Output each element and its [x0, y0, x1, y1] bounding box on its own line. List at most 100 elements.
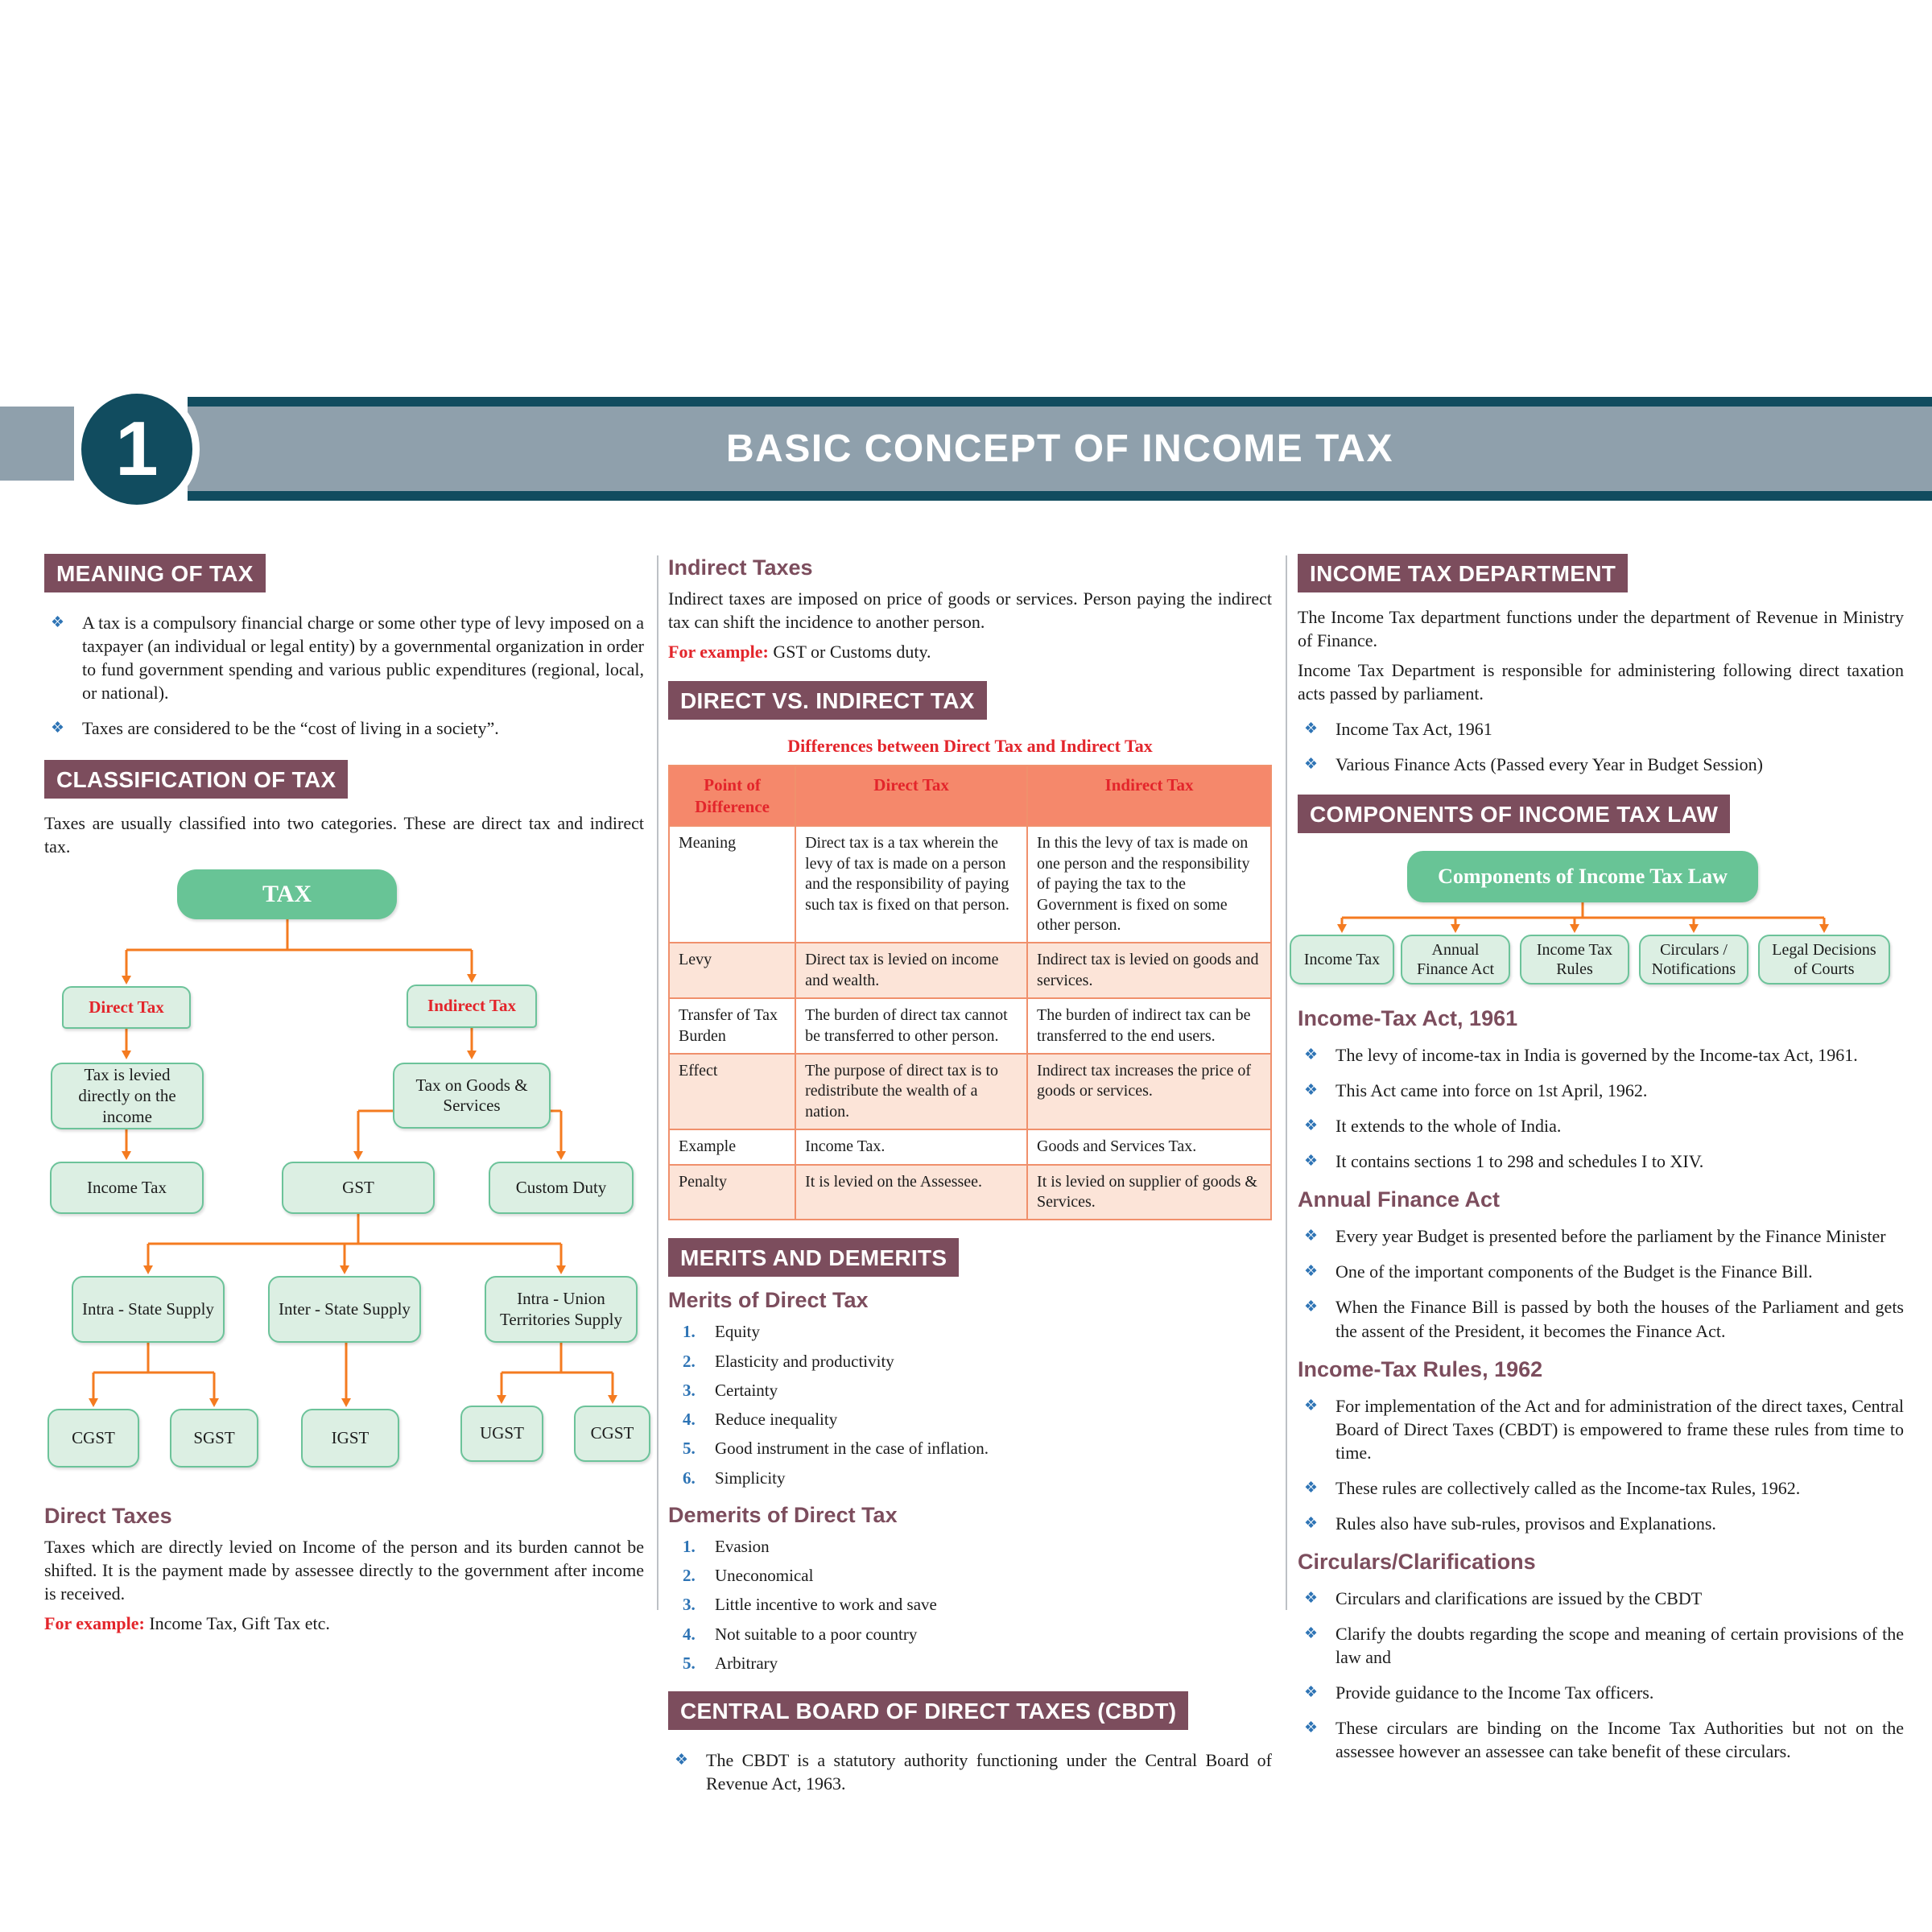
classification-intro: Taxes are usually classified into two ca…: [44, 813, 644, 857]
circulars-list: ❖ Circulars and clarifications are issued…: [1298, 1587, 1904, 1763]
list-number: 2.: [683, 1566, 696, 1586]
cell-indirect: Indirect tax increases the price of good…: [1026, 1052, 1272, 1131]
flow-node-direct-tax: Direct Tax: [62, 986, 191, 1030]
diamond-bullet-icon: ❖: [1304, 1624, 1319, 1642]
flow-node-cgst-2: CGST: [574, 1406, 650, 1463]
list-item: 4. Reduce inequality: [668, 1409, 1272, 1430]
cell-point: Levy: [667, 942, 797, 1000]
bullet-text: For implementation of the Act and for ad…: [1335, 1395, 1904, 1463]
list-item: 2.Uneconomical: [668, 1565, 1272, 1586]
direct-vs-indirect-table: Point of Difference Direct Tax Indirect …: [667, 765, 1272, 1221]
list-item: ❖ Taxes are considered to be the “cost o…: [44, 716, 644, 740]
list-text: Little incentive to work and save: [715, 1595, 937, 1615]
cell-direct: Direct tax is levied on income and wealt…: [795, 942, 1029, 1000]
flow-node-igst: IGST: [301, 1409, 399, 1468]
column-header: Point of Difference: [667, 765, 797, 828]
bullet-text: Various Finance Acts (Passed every Year …: [1335, 754, 1763, 775]
bullet-text: A tax is a compulsory financial charge o…: [82, 613, 644, 704]
cell-direct: The purpose of direct tax is to redistri…: [795, 1052, 1029, 1131]
cell-indirect: In this the levy of tax is made on one p…: [1026, 825, 1272, 944]
section-header-cbdt: CENTRAL BOARD OF DIRECT TAXES (CBDT): [668, 1691, 1189, 1731]
rules-1962-list: ❖ For implementation of the Act and for a…: [1298, 1394, 1904, 1535]
list-item: ❖Circulars and clarifications are issued…: [1298, 1587, 1904, 1610]
list-text: Certainty: [715, 1380, 778, 1400]
left-column: MEANING OF TAX ❖ A tax is a compulsory f…: [44, 554, 650, 1641]
flow-node-annual-finance-act: Annual Finance Act: [1401, 935, 1510, 985]
banner-left-strip: [0, 407, 74, 481]
cell-indirect: Goods and Services Tax.: [1026, 1129, 1272, 1166]
list-item: ❖ The CBDT is a statutory authority func…: [668, 1748, 1272, 1795]
list-text: Not suitable to a poor country: [715, 1624, 918, 1644]
list-item: ❖This Act came into force on 1st April, …: [1298, 1079, 1904, 1102]
list-item: 3. Certainty: [668, 1380, 1272, 1401]
annual-finance-heading: Annual Finance Act: [1298, 1187, 1501, 1212]
list-number: 4.: [683, 1410, 696, 1430]
flow-node-cgst: CGST: [47, 1409, 139, 1468]
bullet-text: When the Finance Bill is passed by both …: [1335, 1297, 1904, 1341]
bullet-text: Income Tax Act, 1961: [1335, 719, 1492, 740]
rules-1962-heading: Income-Tax Rules, 1962: [1298, 1356, 1543, 1381]
chapter-number: 1: [115, 406, 159, 492]
column-divider-left: [657, 555, 658, 1610]
list-item: ❖One of the important components of the …: [1298, 1260, 1904, 1283]
diamond-bullet-icon: ❖: [1304, 1228, 1319, 1245]
diamond-bullet-icon: ❖: [1304, 1719, 1319, 1736]
list-number: 1.: [683, 1322, 696, 1342]
diamond-bullet-icon: ❖: [1304, 1117, 1319, 1135]
diamond-bullet-icon: ❖: [1304, 1683, 1319, 1701]
flow-node-custom-duty: Custom Duty: [489, 1162, 634, 1215]
cell-point: Transfer of Tax Burden: [667, 997, 797, 1055]
table-row: Transfer of Tax Burden The burden of dir…: [667, 997, 1272, 1055]
list-number: 2.: [683, 1351, 696, 1371]
bullet-text: Circulars and clarifications are issued …: [1335, 1587, 1703, 1608]
list-number: 3.: [683, 1380, 696, 1400]
list-item: ❖These rules are collectively called as …: [1298, 1476, 1904, 1500]
list-item: 1.Evasion: [668, 1536, 1272, 1557]
cell-point: Meaning: [667, 825, 797, 944]
list-text: Simplicity: [715, 1468, 786, 1488]
list-item: 2.Elasticity and productivity: [668, 1351, 1272, 1372]
column-header: Indirect Tax: [1026, 765, 1272, 828]
list-item: 1. Equity: [668, 1321, 1272, 1342]
list-item: ❖Provide guidance to the Income Tax offi…: [1298, 1681, 1904, 1704]
diamond-bullet-icon: ❖: [1304, 1479, 1319, 1496]
demerits-list: 1.Evasion 2.Uneconomical 3.Little incent…: [668, 1536, 1272, 1674]
cell-indirect: Indirect tax is levied on goods and serv…: [1026, 942, 1272, 1000]
flow-node-income-tax-rules: Income Tax Rules: [1520, 935, 1629, 985]
merits-list: 1. Equity 2.Elasticity and productivity 3…: [668, 1321, 1272, 1488]
list-text: Reduce inequality: [715, 1410, 838, 1430]
annual-finance-list: ❖ Every year Budget is presented before t…: [1298, 1224, 1904, 1342]
example-label: For example:: [668, 642, 769, 663]
flowchart-connectors: [89, 919, 617, 1408]
bullet-text: Rules also have sub-rules, provisos and …: [1335, 1513, 1716, 1534]
list-number: 5.: [683, 1653, 696, 1673]
flow-node-indirect-tax: Indirect Tax: [407, 985, 537, 1029]
flow-node-goods-services: Tax on Goods & Services: [393, 1063, 551, 1129]
cell-indirect: The burden of indirect tax can be transf…: [1026, 997, 1272, 1055]
indirect-taxes-example: For example: GST or Customs duty.: [668, 640, 1272, 663]
section-header-income-tax-department: INCOME TAX DEPARTMENT: [1298, 554, 1629, 592]
list-item: 5.Good instrument in the case of inflati…: [668, 1438, 1272, 1459]
flow-node-sgst: SGST: [170, 1409, 258, 1468]
cell-direct: Income Tax.: [795, 1129, 1029, 1166]
section-header-meaning-of-tax: MEANING OF TAX: [44, 554, 266, 592]
list-item: ❖It contains sections 1 to 298 and sched…: [1298, 1150, 1904, 1173]
diamond-bullet-icon: ❖: [1304, 1397, 1319, 1414]
list-item: ❖ Various Finance Acts (Passed every Yea…: [1298, 753, 1904, 776]
section-header-direct-vs-indirect: DIRECT VS. INDIRECT TAX: [668, 681, 987, 720]
list-item: 5.Arbitrary: [668, 1653, 1272, 1674]
bullet-text: Every year Budget is presented before th…: [1335, 1226, 1886, 1247]
table-row: Levy Direct tax is levied on income and …: [667, 942, 1272, 1000]
example-text: Income Tax, Gift Tax etc.: [149, 1613, 330, 1634]
list-text: Evasion: [715, 1536, 770, 1556]
tax-classification-flowchart: TAX Direct Tax Indirect Tax Tax is levie…: [44, 869, 650, 1489]
flow-node-intra-union: Intra - Union Territories Supply: [485, 1276, 638, 1344]
table-row: Meaning Direct tax is a tax wherein the …: [667, 825, 1272, 944]
cell-direct: The burden of direct tax cannot be trans…: [795, 997, 1029, 1055]
list-text: Equity: [715, 1322, 760, 1342]
cell-point: Example: [667, 1129, 797, 1166]
list-item: ❖Rules also have sub-rules, provisos and…: [1298, 1512, 1904, 1535]
list-number: 5.: [683, 1439, 696, 1459]
bullet-text: The CBDT is a statutory authority functi…: [706, 1750, 1272, 1794]
